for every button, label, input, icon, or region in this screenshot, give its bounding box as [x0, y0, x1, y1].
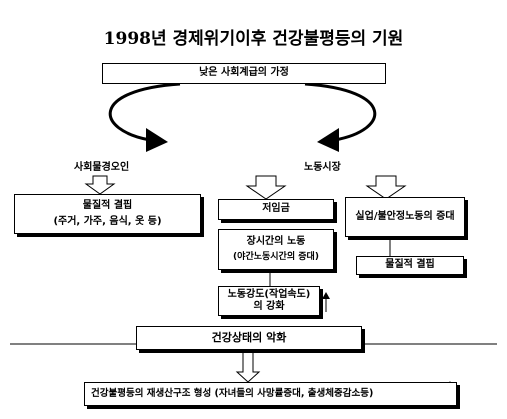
right-curved-arrowhead [317, 128, 339, 152]
box-health-inequality-reproduction: 건강불평등의 재생산구조 형성 (자녀들의 사망률증대, 출생체중감소등) [84, 382, 457, 406]
down-arrow-health [235, 351, 261, 383]
down-arrow-left [84, 175, 116, 195]
box-labor-intensity-line2: 의 강화 [253, 301, 285, 312]
left-curved-arrowhead [146, 128, 168, 152]
label-social-environment: 사회물경오인 [74, 162, 130, 173]
box-low-wage: 저임금 [218, 199, 334, 220]
box-long-hours-line2: (야간노동시간의 증대) [233, 252, 319, 263]
label-labor-market: 노동시장 [304, 162, 341, 173]
box-health-deterioration: 건강상태의 악화 [136, 326, 362, 350]
box-material-deprivation-line2: (주거, 가주, 음식, 옷 등) [53, 216, 162, 227]
box-unemployment: 실업/불안정노동의 증대 [345, 197, 465, 237]
box-material-deprivation-2: 물질적 결핍 [356, 256, 464, 275]
up-arrow-intensity-head [322, 292, 330, 299]
box-long-hours: 장시간의 노동 (야간노동시간의 증대) [218, 229, 334, 270]
right-curved-arrow [304, 82, 377, 142]
left-curved-arrow [108, 82, 181, 142]
box-low-social-class: 낮은 사회계급의 가정 [102, 63, 386, 84]
down-arrow-lowwage [245, 175, 287, 200]
box-material-deprivation-line1: 물질적 결핍 [82, 199, 133, 211]
box-labor-intensity: 노동강도(작업속도) 의 강화 [218, 286, 320, 316]
diagram-title: 1998년 경제위기이후 건강불평등의 기원 [103, 29, 404, 49]
down-arrow-unemployment [365, 175, 407, 200]
box-labor-intensity-line1: 노동강도(작업속도) [227, 288, 311, 300]
box-long-hours-line1: 장시간의 노동 [246, 235, 306, 247]
box-material-deprivation: 물질적 결핍 (주거, 가주, 음식, 옷 등) [14, 194, 201, 234]
